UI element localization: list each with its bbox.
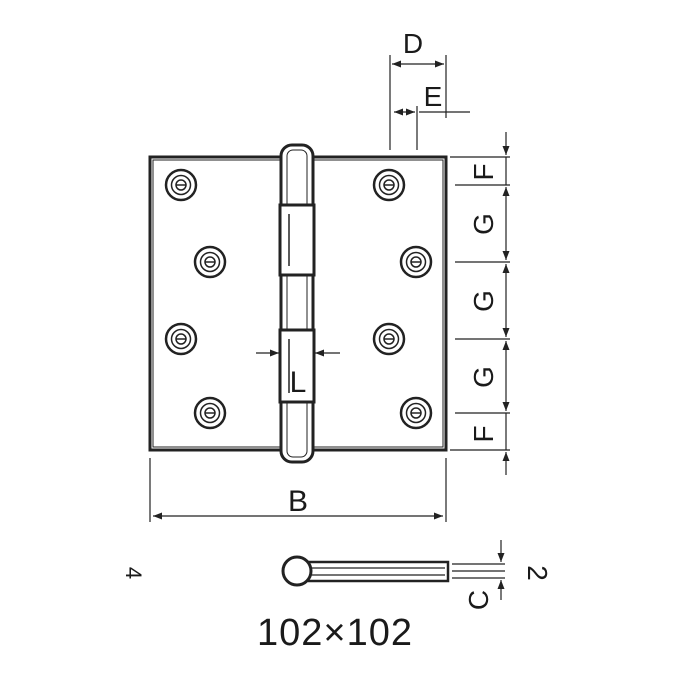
label-f-bottom: F xyxy=(468,425,499,442)
screw-hole xyxy=(193,245,227,279)
label-g-3: G xyxy=(468,366,499,388)
label-f-top: F xyxy=(468,163,499,180)
dimension-d: D xyxy=(389,28,447,150)
label-b: B xyxy=(288,485,308,518)
dimension-b: B xyxy=(149,458,447,522)
dimension-e: E xyxy=(394,81,470,150)
hinge-knuckle xyxy=(278,143,316,464)
size-caption: 102×102 xyxy=(257,612,413,654)
screw-hole xyxy=(193,396,227,430)
screw-hole xyxy=(399,396,433,430)
label-g-1: G xyxy=(468,213,499,235)
side-mark: 4 xyxy=(121,567,146,579)
screw-hole xyxy=(164,168,198,202)
dimension-l: L xyxy=(256,349,340,399)
label-e: E xyxy=(424,81,443,112)
label-two: 2 xyxy=(522,565,553,581)
side-view xyxy=(281,555,450,587)
dimension-vertical: F G G G F xyxy=(450,132,510,475)
screw-hole xyxy=(164,322,198,356)
screw-holes xyxy=(164,168,433,430)
screw-hole xyxy=(372,322,406,356)
screw-hole xyxy=(399,245,433,279)
label-c: C xyxy=(463,590,494,610)
screw-hole xyxy=(372,168,406,202)
label-d: D xyxy=(403,28,423,59)
label-g-2: G xyxy=(468,290,499,312)
dimension-c: 2 C xyxy=(452,540,553,610)
label-l: L xyxy=(290,366,307,399)
